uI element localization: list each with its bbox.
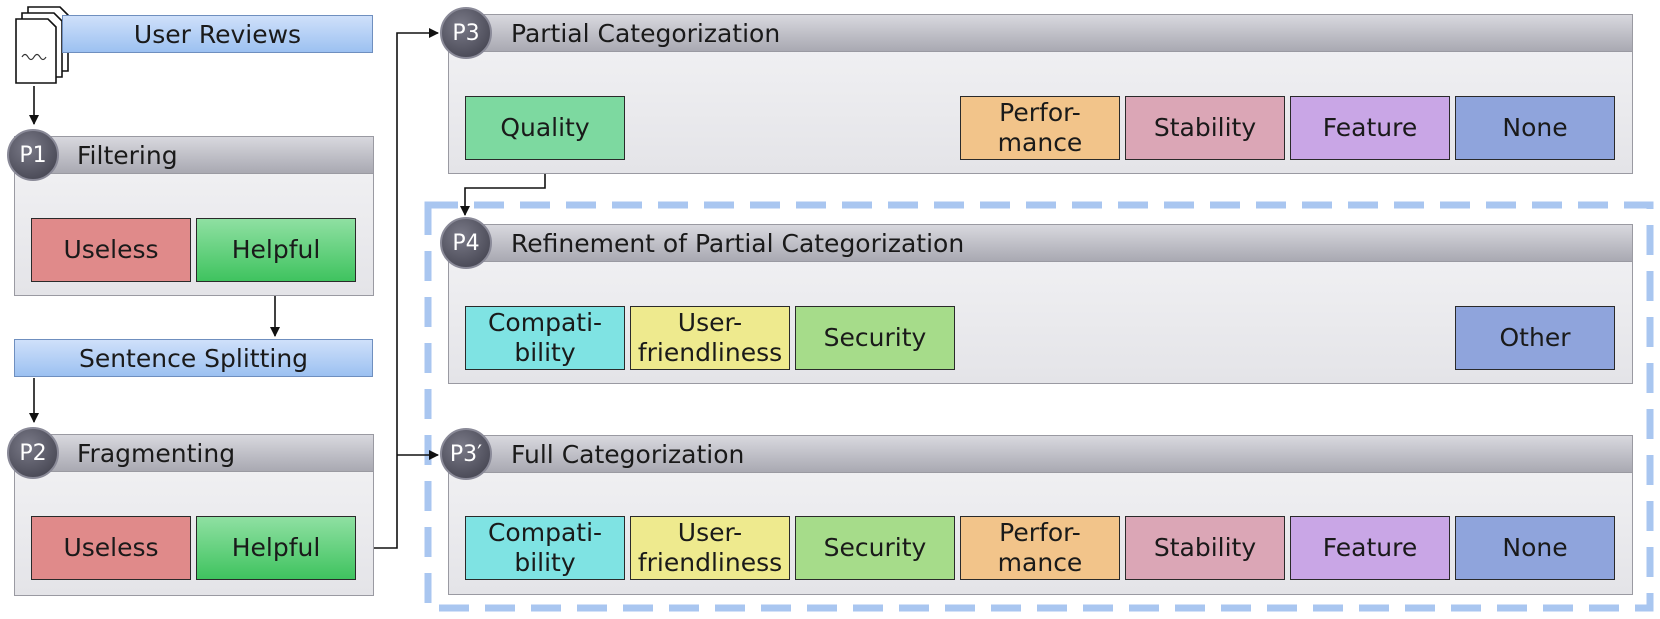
documents-icon	[15, 6, 69, 84]
p4-user-line2: friendliness	[637, 338, 783, 367]
p3prime-none: None	[1455, 516, 1615, 580]
p4-user-line1: User-	[677, 308, 743, 337]
p2-badge: P2	[7, 427, 59, 479]
p3prime-performance-line1: Perfor-	[999, 518, 1081, 547]
sentence-splitting-label: Sentence Splitting	[78, 343, 309, 373]
p1-badge: P1	[7, 129, 59, 181]
p4-title: Refinement of Partial Categorization	[511, 228, 965, 258]
p3prime-performance: Perfor- mance	[960, 516, 1120, 580]
p1-title: Filtering	[77, 140, 178, 170]
sentence-splitting-box: Sentence Splitting	[14, 339, 373, 377]
p3prime-header: Full Categorization	[448, 435, 1633, 473]
p3-none: None	[1455, 96, 1615, 160]
p3-performance: Perfor- mance	[960, 96, 1120, 160]
p2-header: Fragmenting	[14, 434, 374, 472]
p3-stability: Stability	[1125, 96, 1285, 160]
p3prime-user-friendliness: User- friendliness	[630, 516, 790, 580]
p3-quality: Quality	[465, 96, 625, 160]
p3-title: Partial Categorization	[511, 18, 781, 48]
user-reviews-box: User Reviews	[62, 15, 373, 53]
p3prime-feature: Feature	[1290, 516, 1450, 580]
p1-useless: Useless	[31, 218, 191, 282]
p3prime-security: Security	[795, 516, 955, 580]
refinement-dashed-region	[424, 201, 1654, 612]
p3-badge: P3	[440, 7, 492, 59]
p3prime-performance-line2: mance	[997, 548, 1083, 577]
p4-compatibility: Compati- bility	[465, 306, 625, 370]
p3prime-user-line1: User-	[677, 518, 743, 547]
p4-security: Security	[795, 306, 955, 370]
p3prime-compat-line1: Compati-	[487, 518, 603, 547]
user-reviews-label: User Reviews	[133, 19, 302, 49]
p3prime-compat-line2: bility	[514, 548, 576, 577]
p3-performance-line1: Perfor-	[999, 98, 1081, 127]
p3-feature: Feature	[1290, 96, 1450, 160]
p2-useless: Useless	[31, 516, 191, 580]
p3prime-user-line2: friendliness	[637, 548, 783, 577]
p4-compat-line2: bility	[514, 338, 576, 367]
p4-badge: P4	[440, 217, 492, 269]
p3-header: Partial Categorization	[448, 14, 1633, 52]
p4-header: Refinement of Partial Categorization	[448, 224, 1633, 262]
p1-helpful: Helpful	[196, 218, 356, 282]
p4-user-friendliness: User- friendliness	[630, 306, 790, 370]
p4-other: Other	[1455, 306, 1615, 370]
p3prime-stability: Stability	[1125, 516, 1285, 580]
p3prime-compatibility: Compati- bility	[465, 516, 625, 580]
p3prime-title: Full Categorization	[511, 439, 745, 469]
p2-title: Fragmenting	[77, 438, 236, 468]
p2-helpful: Helpful	[196, 516, 356, 580]
p4-compat-line1: Compati-	[487, 308, 603, 337]
p3prime-badge: P3′	[440, 428, 492, 480]
p1-header: Filtering	[14, 136, 374, 174]
p3-performance-line2: mance	[997, 128, 1083, 157]
